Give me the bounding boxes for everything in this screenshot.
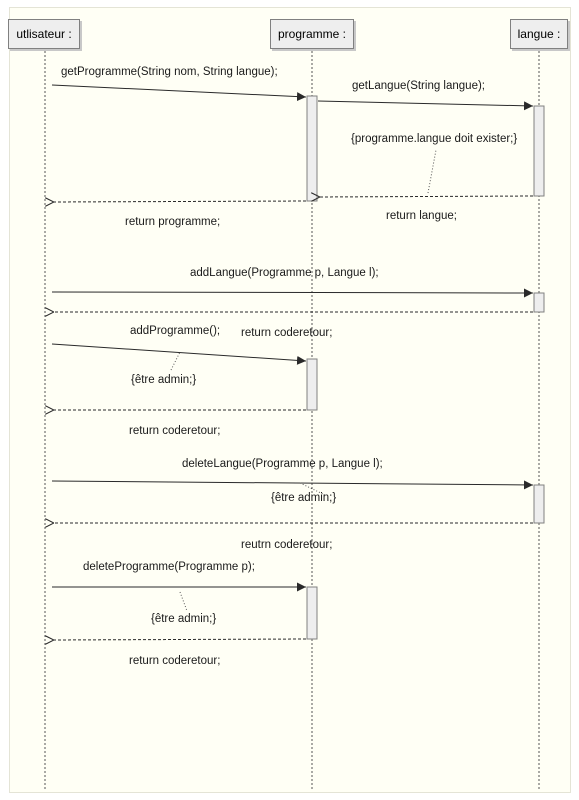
activation-programme-2 xyxy=(306,358,318,411)
activation-langue-3 xyxy=(533,484,545,524)
return-label-deleteLangue: reutrn coderetour; xyxy=(241,539,333,551)
return-label-langue: return langue; xyxy=(386,210,457,222)
message-label-getProgramme: getProgramme(String nom, String langue); xyxy=(61,66,278,78)
message-label-addLangue: addLangue(Programme p, Langue l); xyxy=(190,267,379,279)
message-label-getLangue: getLangue(String langue); xyxy=(352,80,485,92)
constraint-admin-3: {être admin;} xyxy=(151,613,217,625)
return-label-addLangue: return coderetour; xyxy=(241,327,333,339)
return-arrow-programme xyxy=(53,201,307,202)
message-arrow-addLangue xyxy=(51,288,534,298)
participant-utilisateur[interactable]: utlisateur : xyxy=(8,19,80,49)
return-label-programme: return programme; xyxy=(125,216,221,228)
message-arrow-getProgramme xyxy=(51,84,307,102)
activation-langue-1 xyxy=(533,105,545,197)
constraint-connector-1 xyxy=(427,149,437,194)
return-arrow-deleteProgramme xyxy=(53,639,307,640)
constraint-connector-4 xyxy=(179,591,188,612)
activation-programme-1 xyxy=(306,95,318,202)
activation-programme-3 xyxy=(306,586,318,640)
constraint-admin-1: {être admin;} xyxy=(131,374,197,386)
message-label-deleteProgramme: deleteProgramme(Programme p); xyxy=(83,561,255,573)
activation-langue-2 xyxy=(533,292,545,313)
constraint-admin-2: {être admin;} xyxy=(271,492,337,504)
message-arrow-deleteLangue xyxy=(51,480,534,490)
return-label-addProgramme: return coderetour; xyxy=(129,425,221,437)
message-arrow-getLangue xyxy=(317,100,534,111)
diagram-frame xyxy=(9,7,571,793)
message-label-deleteLangue: deleteLangue(Programme p, Langue l); xyxy=(182,458,383,470)
return-arrow-langue xyxy=(319,196,534,197)
constraint-connector-2 xyxy=(170,351,181,371)
return-label-deleteProgramme: return coderetour; xyxy=(129,655,221,667)
message-label-addProgramme: addProgramme(); xyxy=(130,325,221,337)
message-arrow-addProgramme xyxy=(51,343,307,365)
constraint-programme-langue: {programme.langue doit exister;} xyxy=(351,133,518,145)
participant-langue[interactable]: langue : xyxy=(510,19,568,49)
participant-programme[interactable]: programme : xyxy=(270,19,354,49)
